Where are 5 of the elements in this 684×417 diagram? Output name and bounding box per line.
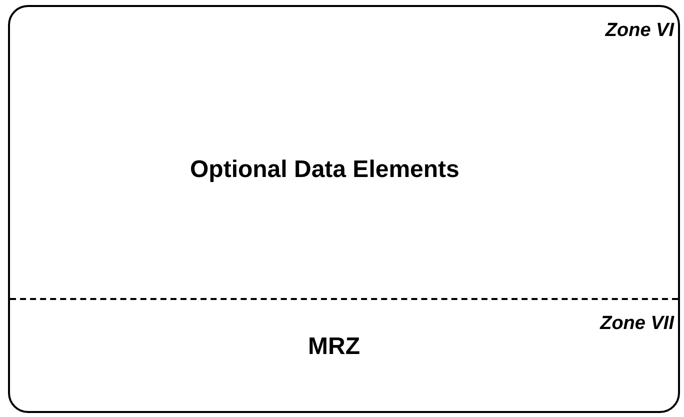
zone-label: Zone VII [600, 312, 674, 336]
zone-label: Zone VI [605, 19, 674, 43]
zone-title: MRZ [308, 332, 360, 362]
zone-title: Optional Data Elements [190, 155, 460, 185]
card-outline [8, 5, 680, 413]
